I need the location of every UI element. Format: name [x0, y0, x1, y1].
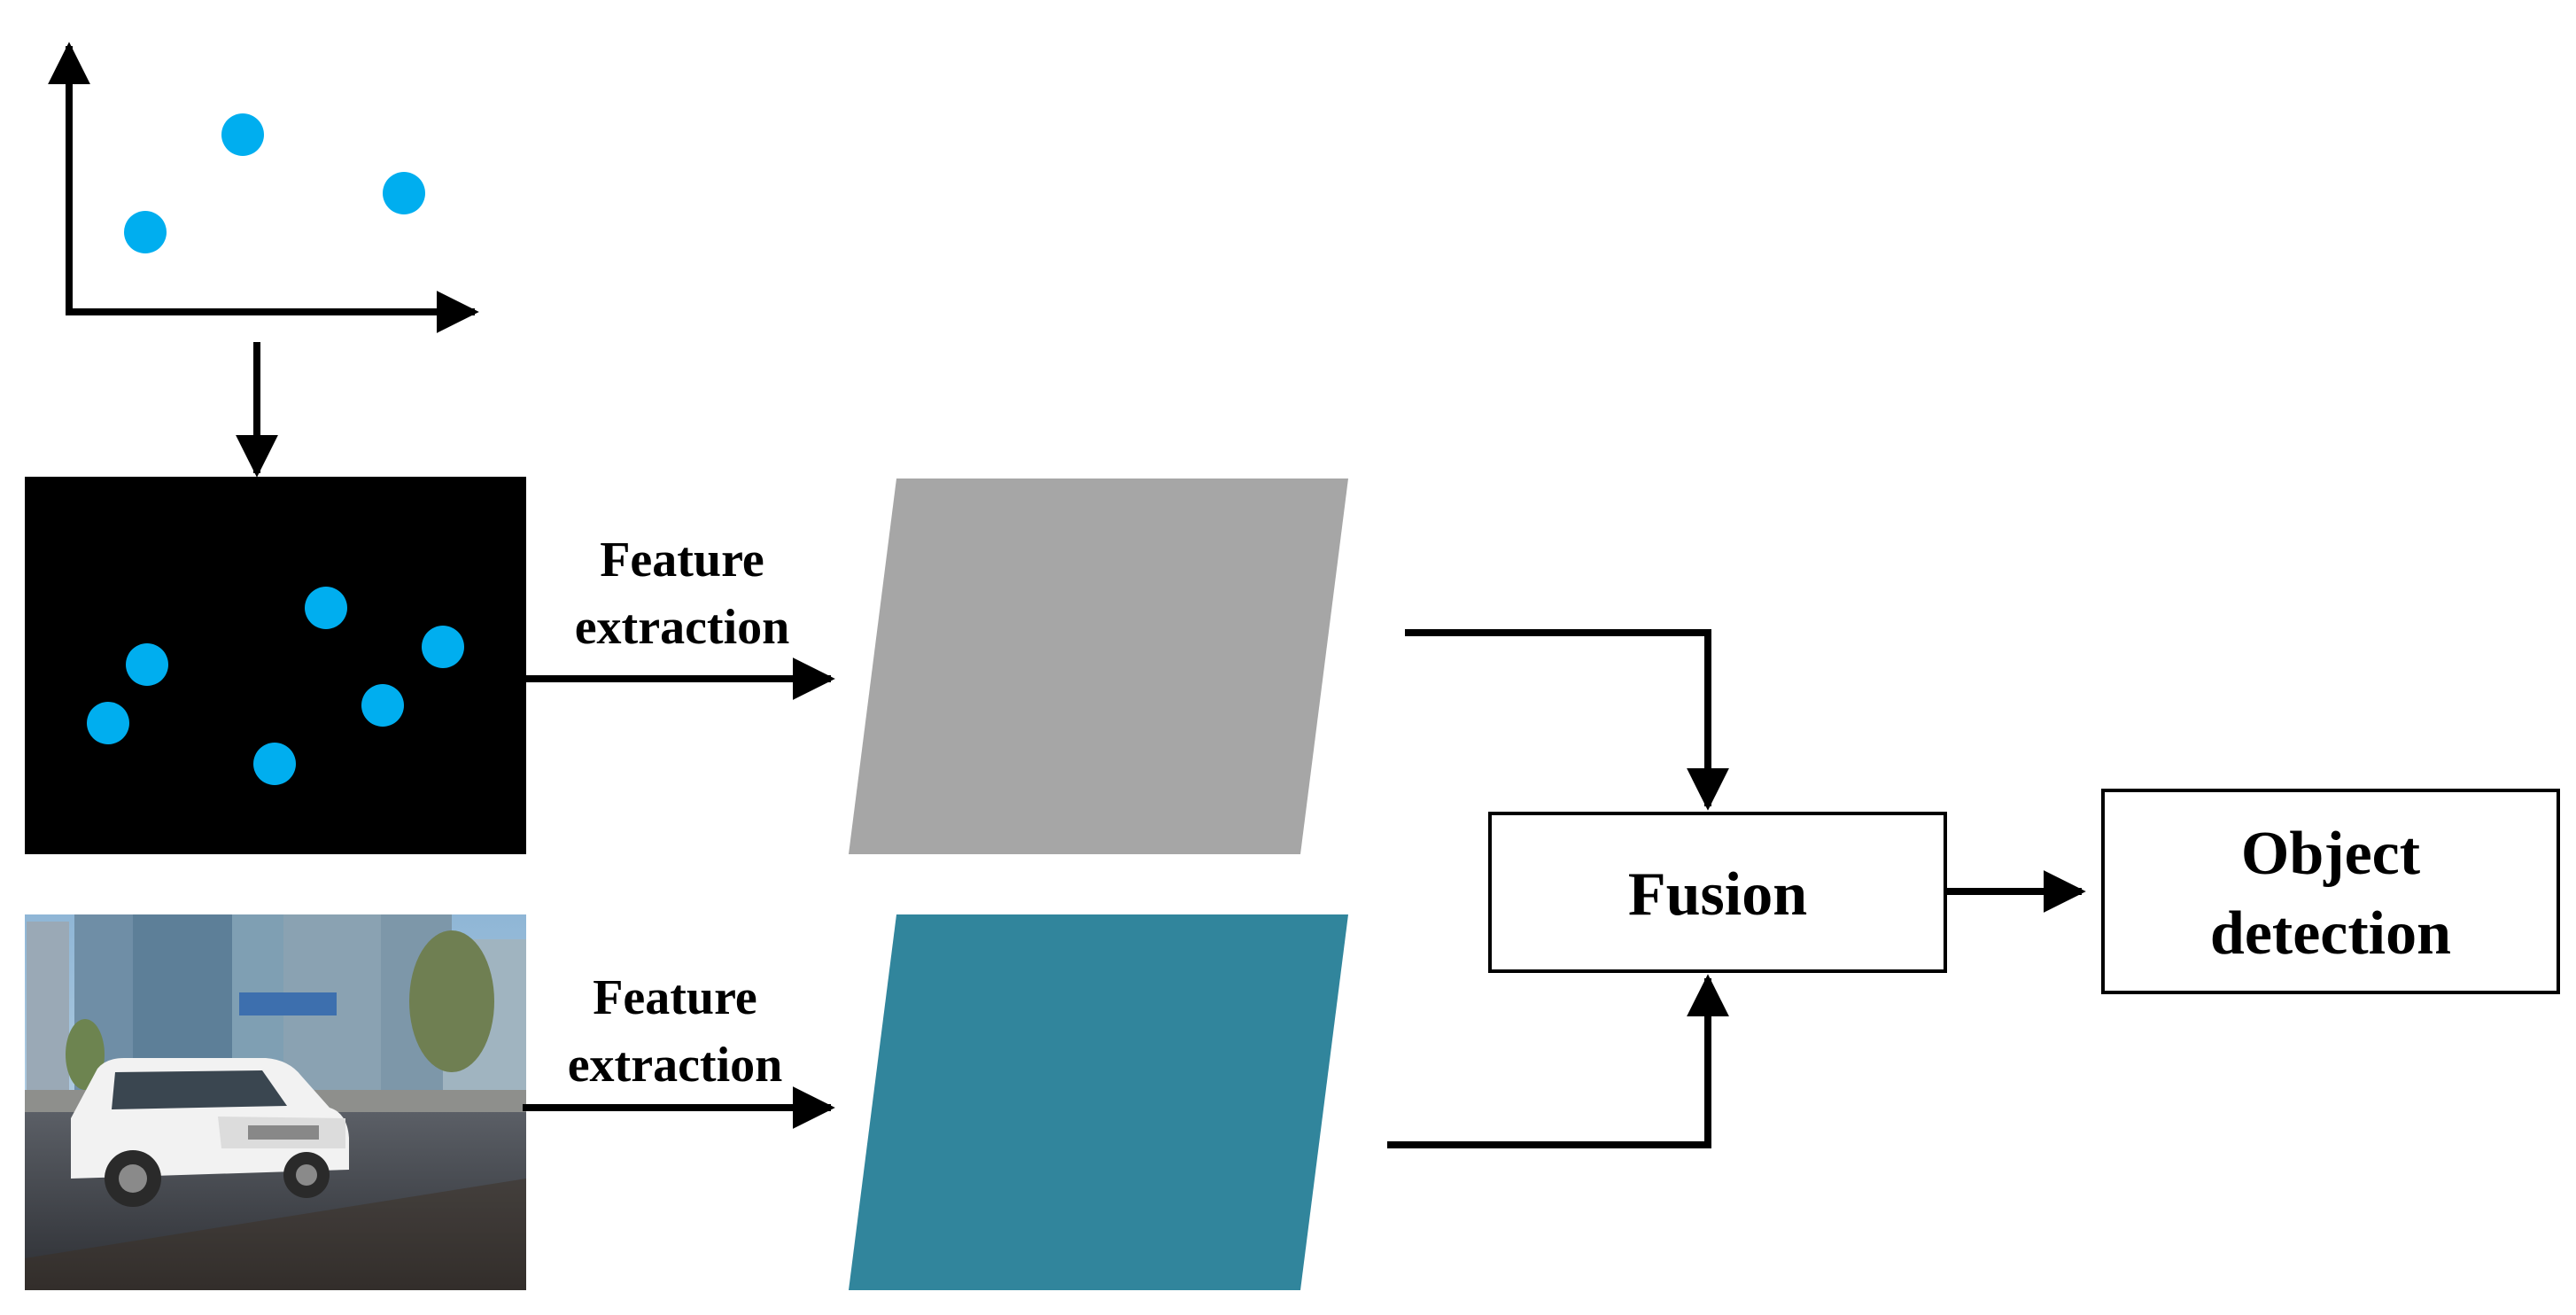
scatter-point [383, 172, 425, 214]
fusion-box: Fusion [1488, 812, 1947, 973]
scatter-point [124, 211, 167, 253]
point-cloud-projection-icon [25, 477, 526, 854]
fusion-label: Fusion [1628, 860, 1807, 929]
detection-label-line1: Object [2241, 820, 2420, 888]
object-detection-box: Object detection [2101, 789, 2560, 994]
point-cloud-dot [126, 643, 168, 686]
street-scene-photo-icon [25, 914, 526, 1290]
image-feature-map [849, 914, 1348, 1290]
scatter-point [221, 113, 264, 156]
image-extraction-label-line2: extraction [568, 1038, 783, 1093]
point-cloud-dot [87, 702, 129, 744]
point-cloud-dot [422, 626, 464, 668]
lidar-to-fusion-connector [1405, 629, 1729, 811]
lidar-extraction-label-line2: extraction [575, 600, 790, 655]
scatter-plot-icon [48, 42, 479, 333]
image-extraction-label-line1: Feature [593, 970, 757, 1025]
image-to-fusion-connector [1387, 974, 1729, 1148]
detection-label-line2: detection [2210, 899, 2451, 968]
lidar-extraction-label-line1: Feature [600, 533, 764, 587]
point-cloud-dot [361, 684, 404, 727]
point-cloud-dot [253, 743, 296, 785]
lidar-feature-map [849, 479, 1348, 854]
car [71, 1058, 349, 1207]
point-cloud-dot [305, 587, 347, 629]
